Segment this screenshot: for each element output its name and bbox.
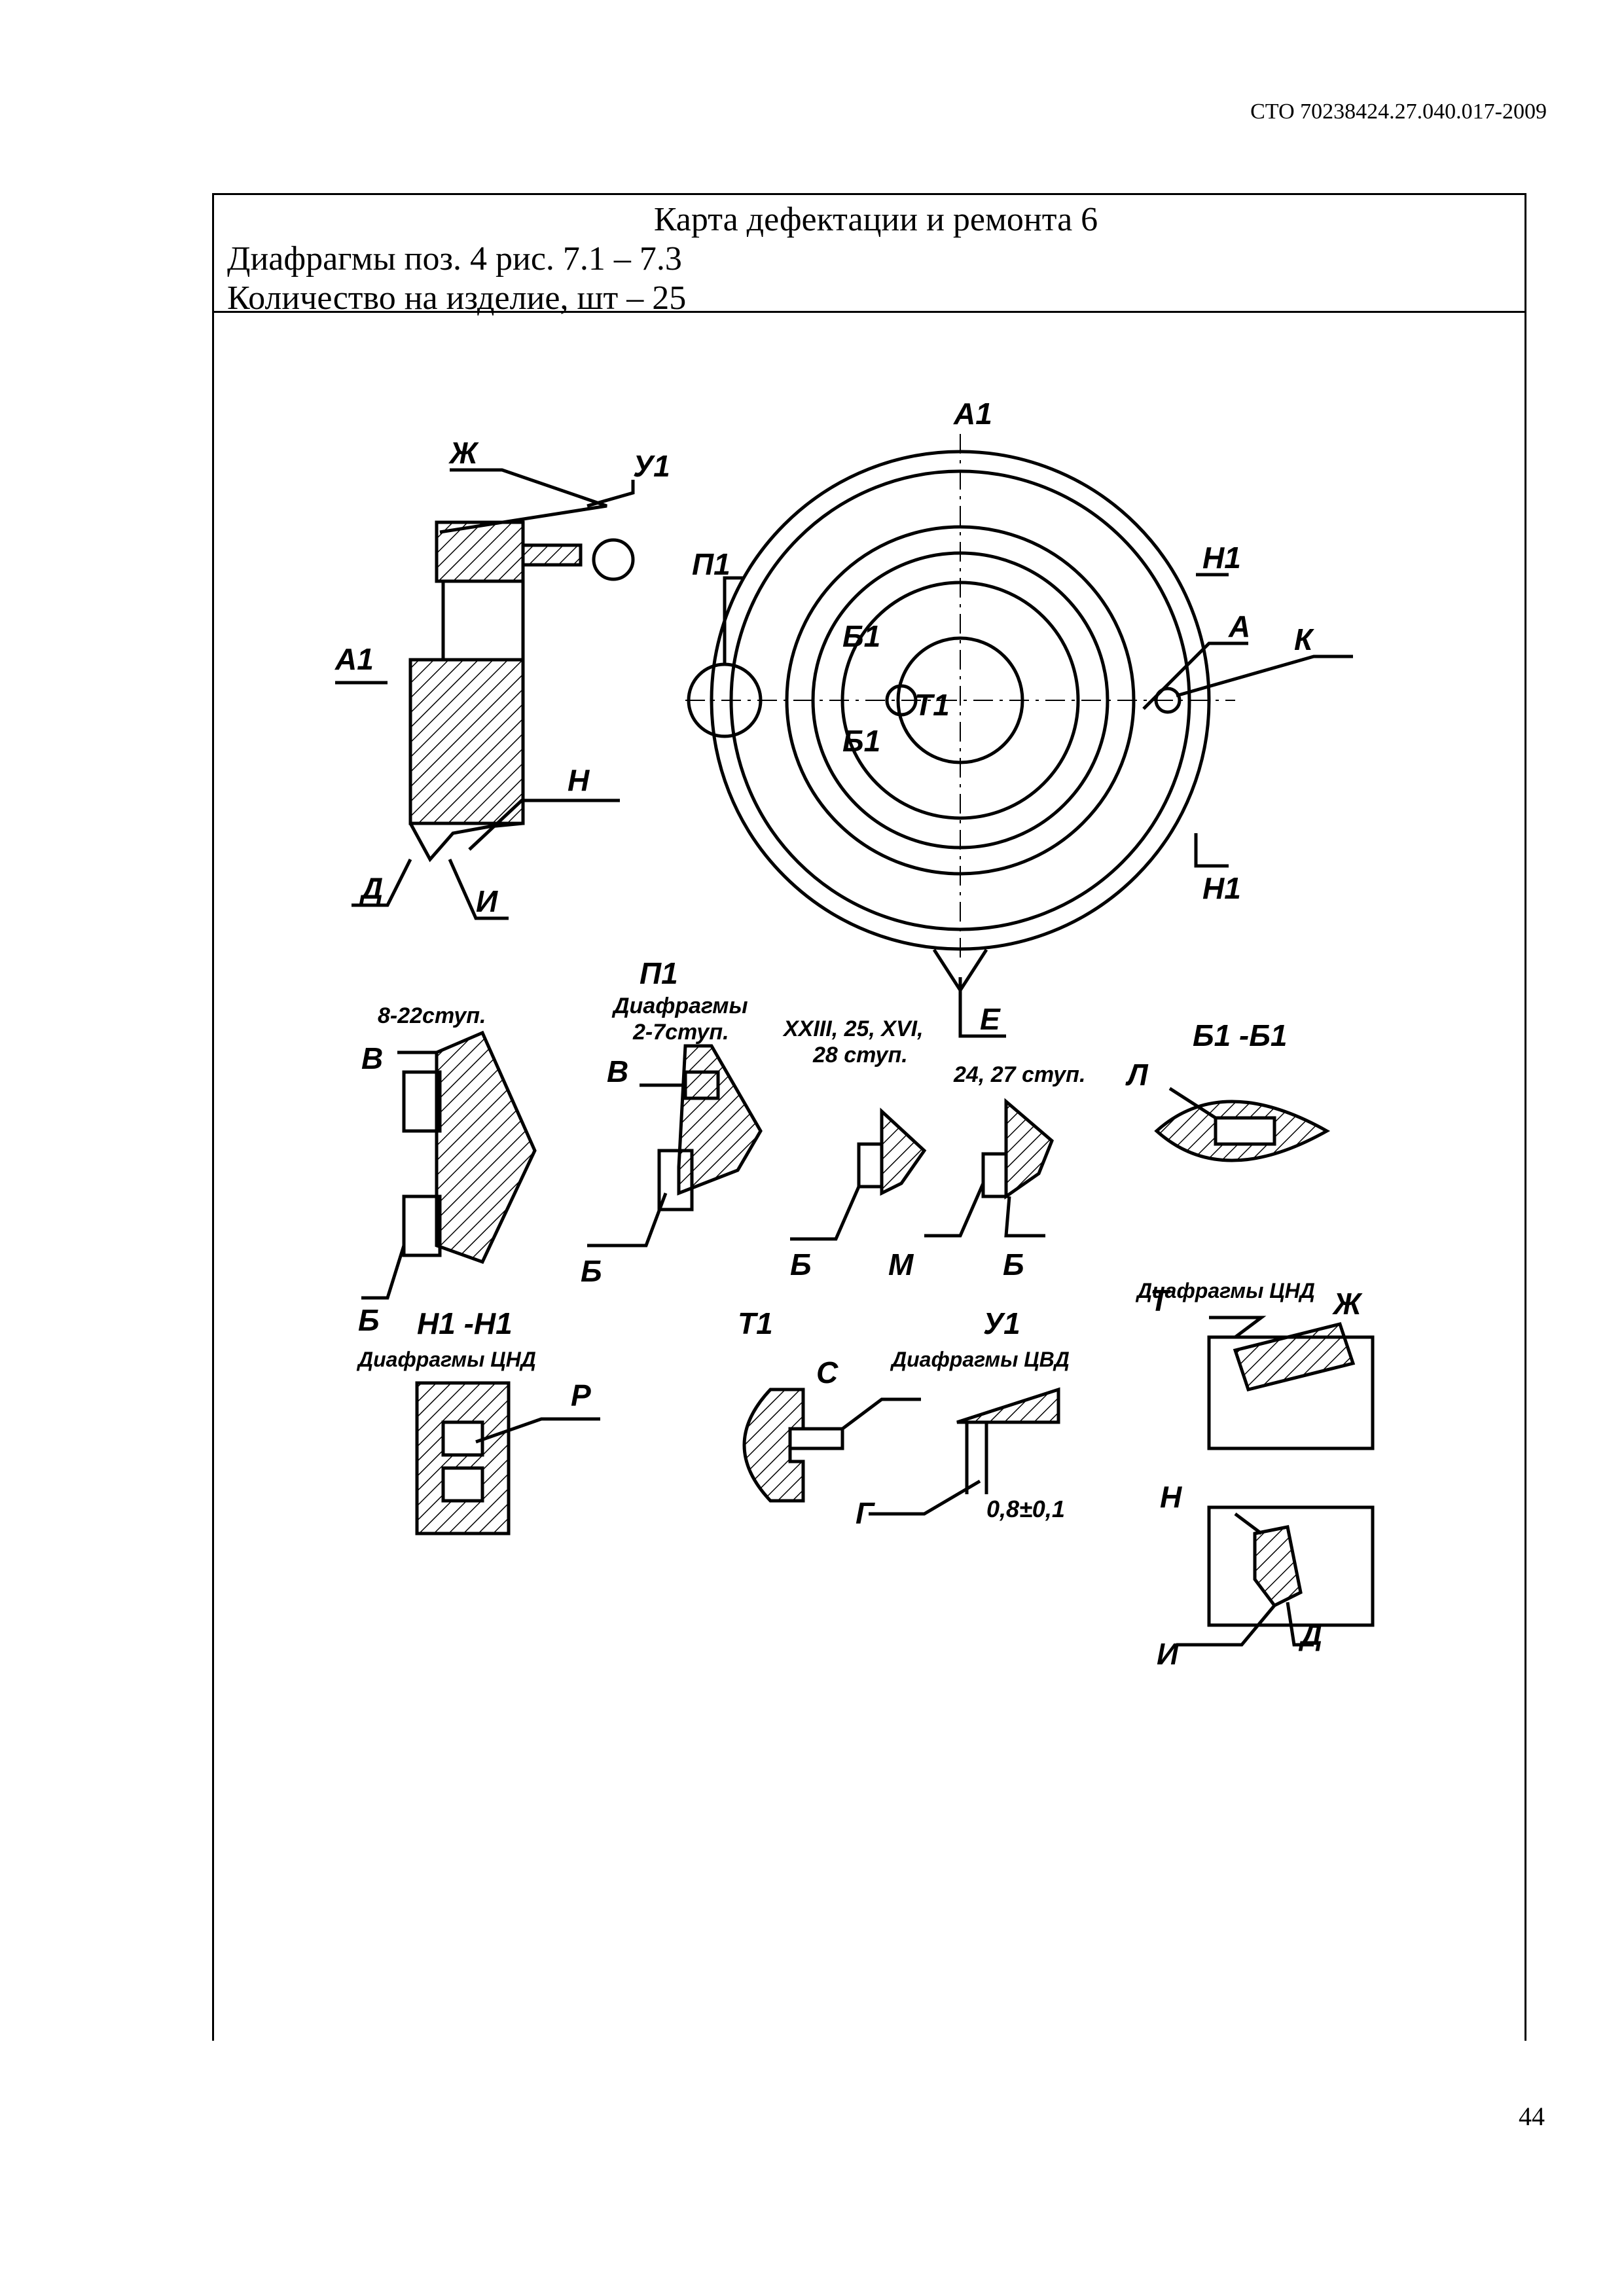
stage-xxiii-line1: XXIII, 25, XVI, — [782, 1016, 924, 1041]
repair-card: Карта дефектации и ремонта 6 Диафрагмы п… — [212, 193, 1526, 2041]
label-b-4: Б — [1003, 1247, 1024, 1282]
detail-view-2-7 — [587, 1044, 763, 1247]
dimension-label: 0,8±0,1 — [986, 1496, 1065, 1522]
side-section-view — [335, 468, 635, 920]
view-a1-label: А1 — [953, 397, 992, 431]
detail-view-cnd — [1176, 1316, 1375, 1647]
label-zh: Ж — [448, 436, 479, 470]
label-e: Е — [980, 1002, 1001, 1036]
view-u1-label: У1 — [983, 1306, 1020, 1340]
technical-drawing: А1 Ж У1 А1 Н Д И П1 Б1 Т1 Б1 Н1 А К Н1 Е… — [334, 397, 1375, 1671]
section-b1-b1 — [1154, 1086, 1331, 1162]
diaphragms-2-7-line1: Диафрагмы — [611, 994, 748, 1018]
label-b-3: Б — [790, 1247, 812, 1282]
label-b-2: Б — [581, 1254, 602, 1288]
label-t: Т — [1150, 1283, 1171, 1318]
label-u1: У1 — [633, 449, 670, 483]
label-v-2: В — [607, 1054, 628, 1088]
label-p1: П1 — [692, 547, 731, 581]
view-p1-label: П1 — [640, 956, 678, 990]
detail-view-t1 — [742, 1388, 921, 1503]
diaphragms-cnd-left: Диафрагмы ЦНД — [356, 1348, 536, 1371]
detail-view-xxiii — [790, 1107, 927, 1241]
card-quantity: Количество на изделие, шт – 25 — [227, 279, 687, 317]
view-t1-label: Т1 — [738, 1306, 773, 1340]
label-b-1: Б — [358, 1303, 380, 1337]
label-h1-top: Н1 — [1202, 541, 1241, 575]
label-b1-bottom: Б1 — [842, 724, 880, 758]
diaphragm-face-view — [685, 434, 1353, 1038]
section-h1-h1 — [415, 1381, 600, 1535]
label-d-2: Д — [1298, 1617, 1322, 1651]
card-part: Диафрагмы поз. 4 рис. 7.1 – 7.3 — [227, 240, 682, 278]
label-s: С — [816, 1355, 839, 1390]
label-g: Г — [856, 1496, 875, 1530]
label-zh-2: Ж — [1332, 1287, 1363, 1321]
label-i: И — [476, 884, 498, 918]
label-a: А — [1228, 609, 1250, 643]
label-n: Н — [568, 763, 590, 797]
diaphragms-cvd: Диафрагмы ЦВД — [890, 1348, 1070, 1371]
label-b1-top: Б1 — [842, 619, 880, 653]
view-h1-h1-label: Н1 -Н1 — [417, 1306, 513, 1340]
label-a1: А1 — [334, 642, 374, 676]
label-r: Р — [571, 1378, 591, 1412]
stage-8-22: 8-22ступ. — [378, 1003, 486, 1028]
label-l: Л — [1125, 1058, 1149, 1092]
card-header: Карта дефектации и ремонта 6 Диафрагмы п… — [214, 195, 1525, 317]
view-b1-b1-label: Б1 -Б1 — [1193, 1018, 1287, 1052]
detail-view-8-22 — [361, 1030, 537, 1300]
label-v-1: В — [361, 1041, 383, 1075]
label-m: М — [888, 1247, 914, 1282]
document-code: СТО 70238424.27.040.017-2009 — [1250, 99, 1547, 124]
stage-24-27: 24, 27 ступ. — [953, 1062, 1085, 1087]
label-d: Д — [359, 871, 383, 905]
page-number: 44 — [1519, 2102, 1545, 2131]
detail-view-u1 — [869, 1387, 1060, 1516]
detail-view-24-27 — [924, 1098, 1054, 1238]
label-n-2: Н — [1160, 1480, 1182, 1514]
stage-xxiii-line2: 28 ступ. — [812, 1043, 908, 1067]
card-title: Карта дефектации и ремонта 6 — [653, 201, 1098, 238]
diaphragms-2-7-line2: 2-7ступ. — [632, 1020, 729, 1045]
label-h1-bottom: Н1 — [1202, 871, 1241, 905]
diaphragms-cnd-right: Диафрагмы ЦНД — [1135, 1279, 1315, 1302]
label-k: К — [1294, 622, 1314, 656]
label-i-2: И — [1157, 1637, 1179, 1671]
label-t1: Т1 — [914, 688, 950, 722]
